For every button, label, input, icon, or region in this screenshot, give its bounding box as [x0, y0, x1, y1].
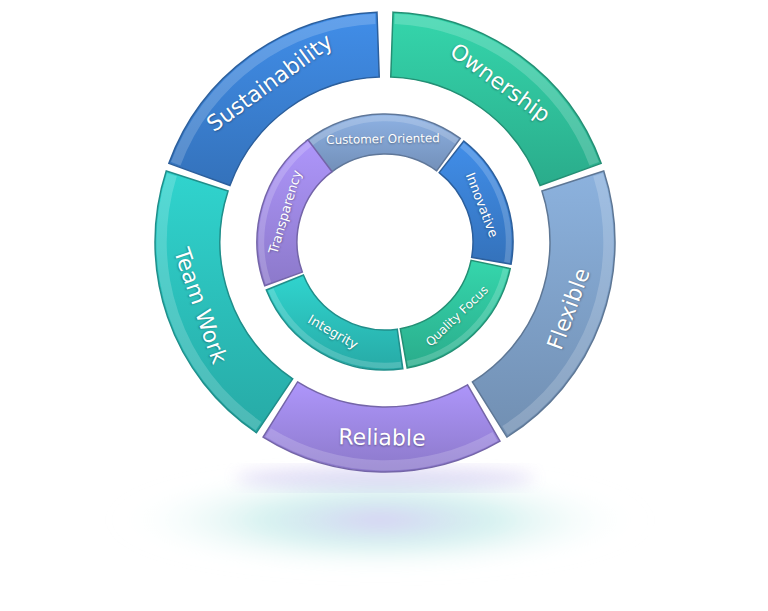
- segment-gloss: [171, 14, 376, 166]
- segment-label: Sustainability: [203, 31, 336, 136]
- segment-label: Quality Focus: [423, 284, 490, 349]
- segment-fill: [439, 141, 513, 264]
- segment-gloss: [502, 173, 613, 434]
- segment-gloss: [157, 173, 262, 430]
- segment-label: Innovative: [464, 170, 501, 238]
- segment-fill: [400, 260, 510, 368]
- segment-fill: [472, 171, 615, 437]
- segment-label: Ownership: [446, 40, 554, 127]
- segment-gloss: [460, 143, 511, 263]
- segment-label: Transparency: [267, 169, 304, 256]
- segment-label: Customer Oriented: [326, 133, 440, 147]
- segment-fill: [391, 12, 601, 185]
- segment-gloss: [268, 288, 401, 368]
- segment-fill: [257, 140, 332, 286]
- floor-shadow: [235, 466, 535, 490]
- segment-gloss: [259, 142, 312, 285]
- segment-label: Integrity: [306, 313, 360, 352]
- segment-gloss: [308, 116, 458, 147]
- segment-fill: [263, 382, 500, 472]
- floor-reflection: [110, 465, 650, 575]
- segment-gloss: [266, 428, 498, 470]
- segment-label: Reliable: [338, 426, 426, 450]
- segment-fill: [306, 114, 460, 173]
- segment-gloss: [407, 268, 508, 366]
- segment-gloss: [395, 14, 600, 166]
- segment-fill: [155, 171, 293, 433]
- segment-label: Flexible: [544, 265, 594, 352]
- segment-label: Team Work: [170, 245, 230, 366]
- segment-fill: [169, 12, 379, 185]
- segment-fill: [266, 275, 402, 370]
